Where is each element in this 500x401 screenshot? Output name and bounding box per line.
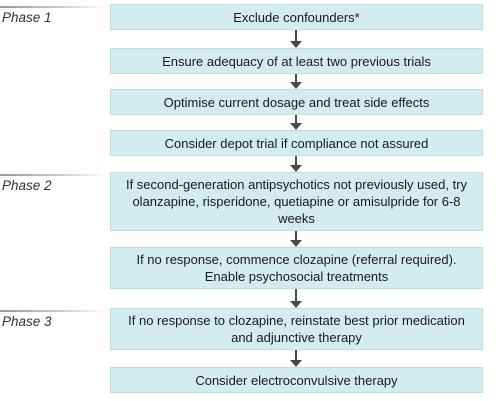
phase-3-label: Phase 3	[2, 314, 52, 329]
step-second-generation: If second-generation antipsychotics not …	[110, 172, 483, 231]
arrow-down-icon	[290, 30, 302, 48]
phase-2-label: Phase 2	[2, 178, 52, 193]
step-electroconvulsive: Consider electroconvulsive therapy	[110, 367, 483, 393]
step-ensure-adequacy: Ensure adequacy of at least two previous…	[110, 48, 483, 74]
phase-3-rule	[0, 310, 106, 312]
step-exclude-confounders: Exclude confounders*	[110, 4, 483, 30]
step-optimise-dosage: Optimise current dosage and treat side e…	[110, 89, 483, 115]
phase-2-rule	[0, 174, 106, 176]
arrow-down-icon	[290, 289, 302, 308]
arrow-down-icon	[290, 74, 302, 89]
arrow-down-icon	[290, 156, 302, 172]
step-reinstate-medication: If no response to clozapine, reinstate b…	[110, 308, 483, 350]
step-consider-depot: Consider depot trial if compliance not a…	[110, 130, 483, 156]
phase-1-label: Phase 1	[2, 10, 52, 25]
phase-1-rule	[0, 6, 106, 8]
step-commence-clozapine: If no response, commence clozapine (refe…	[110, 247, 483, 289]
arrow-down-icon	[290, 350, 302, 367]
arrow-down-icon	[290, 231, 302, 247]
arrow-down-icon	[290, 115, 302, 130]
